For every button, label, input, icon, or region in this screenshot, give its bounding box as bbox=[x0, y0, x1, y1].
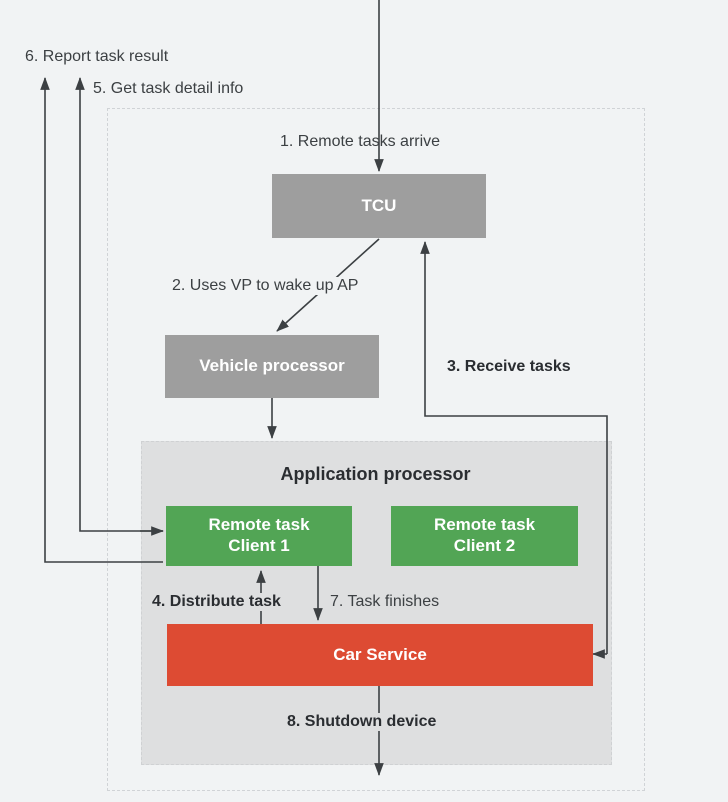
node-remote-task-client-2[interactable]: Remote task Client 2 bbox=[391, 506, 578, 566]
client-1-line-2: Client 1 bbox=[228, 536, 290, 555]
node-tcu[interactable]: TCU bbox=[272, 174, 486, 238]
vehicle-boundary-dashed-box bbox=[107, 108, 645, 791]
step-label-7: 7. Task finishes bbox=[328, 593, 442, 611]
node-car-service-label: Car Service bbox=[333, 644, 427, 664]
node-vehicle-processor[interactable]: Vehicle processor bbox=[165, 335, 379, 398]
arrow-step-3 bbox=[420, 241, 608, 654]
node-vehicle-processor-label: Vehicle processor bbox=[199, 356, 345, 376]
client-2-line-2: Client 2 bbox=[453, 536, 516, 555]
arrow-step-6 bbox=[40, 77, 163, 563]
step-label-8: 8. Shutdown device bbox=[285, 713, 439, 731]
client-2-line-1: Remote task bbox=[433, 515, 536, 535]
step-label-4: 4. Distribute task bbox=[150, 593, 283, 611]
step-label-6: 6. Report task result bbox=[25, 48, 169, 65]
client-1-line-1: Remote task bbox=[208, 515, 310, 535]
step-label-2: 2. Uses VP to wake up AP bbox=[170, 277, 361, 295]
node-car-service[interactable]: Car Service bbox=[167, 624, 593, 686]
node-tcu-label: TCU bbox=[361, 195, 397, 215]
application-processor-title: Application processor bbox=[280, 464, 471, 484]
arrow-step-5 bbox=[75, 77, 163, 532]
node-remote-task-client-1[interactable]: Remote task Client 1 bbox=[166, 506, 352, 566]
step-label-1: 1. Remote tasks arrive bbox=[280, 133, 441, 150]
step-label-3: 3. Receive tasks bbox=[447, 358, 571, 375]
step-label-5: 5. Get task detail info bbox=[93, 80, 244, 97]
